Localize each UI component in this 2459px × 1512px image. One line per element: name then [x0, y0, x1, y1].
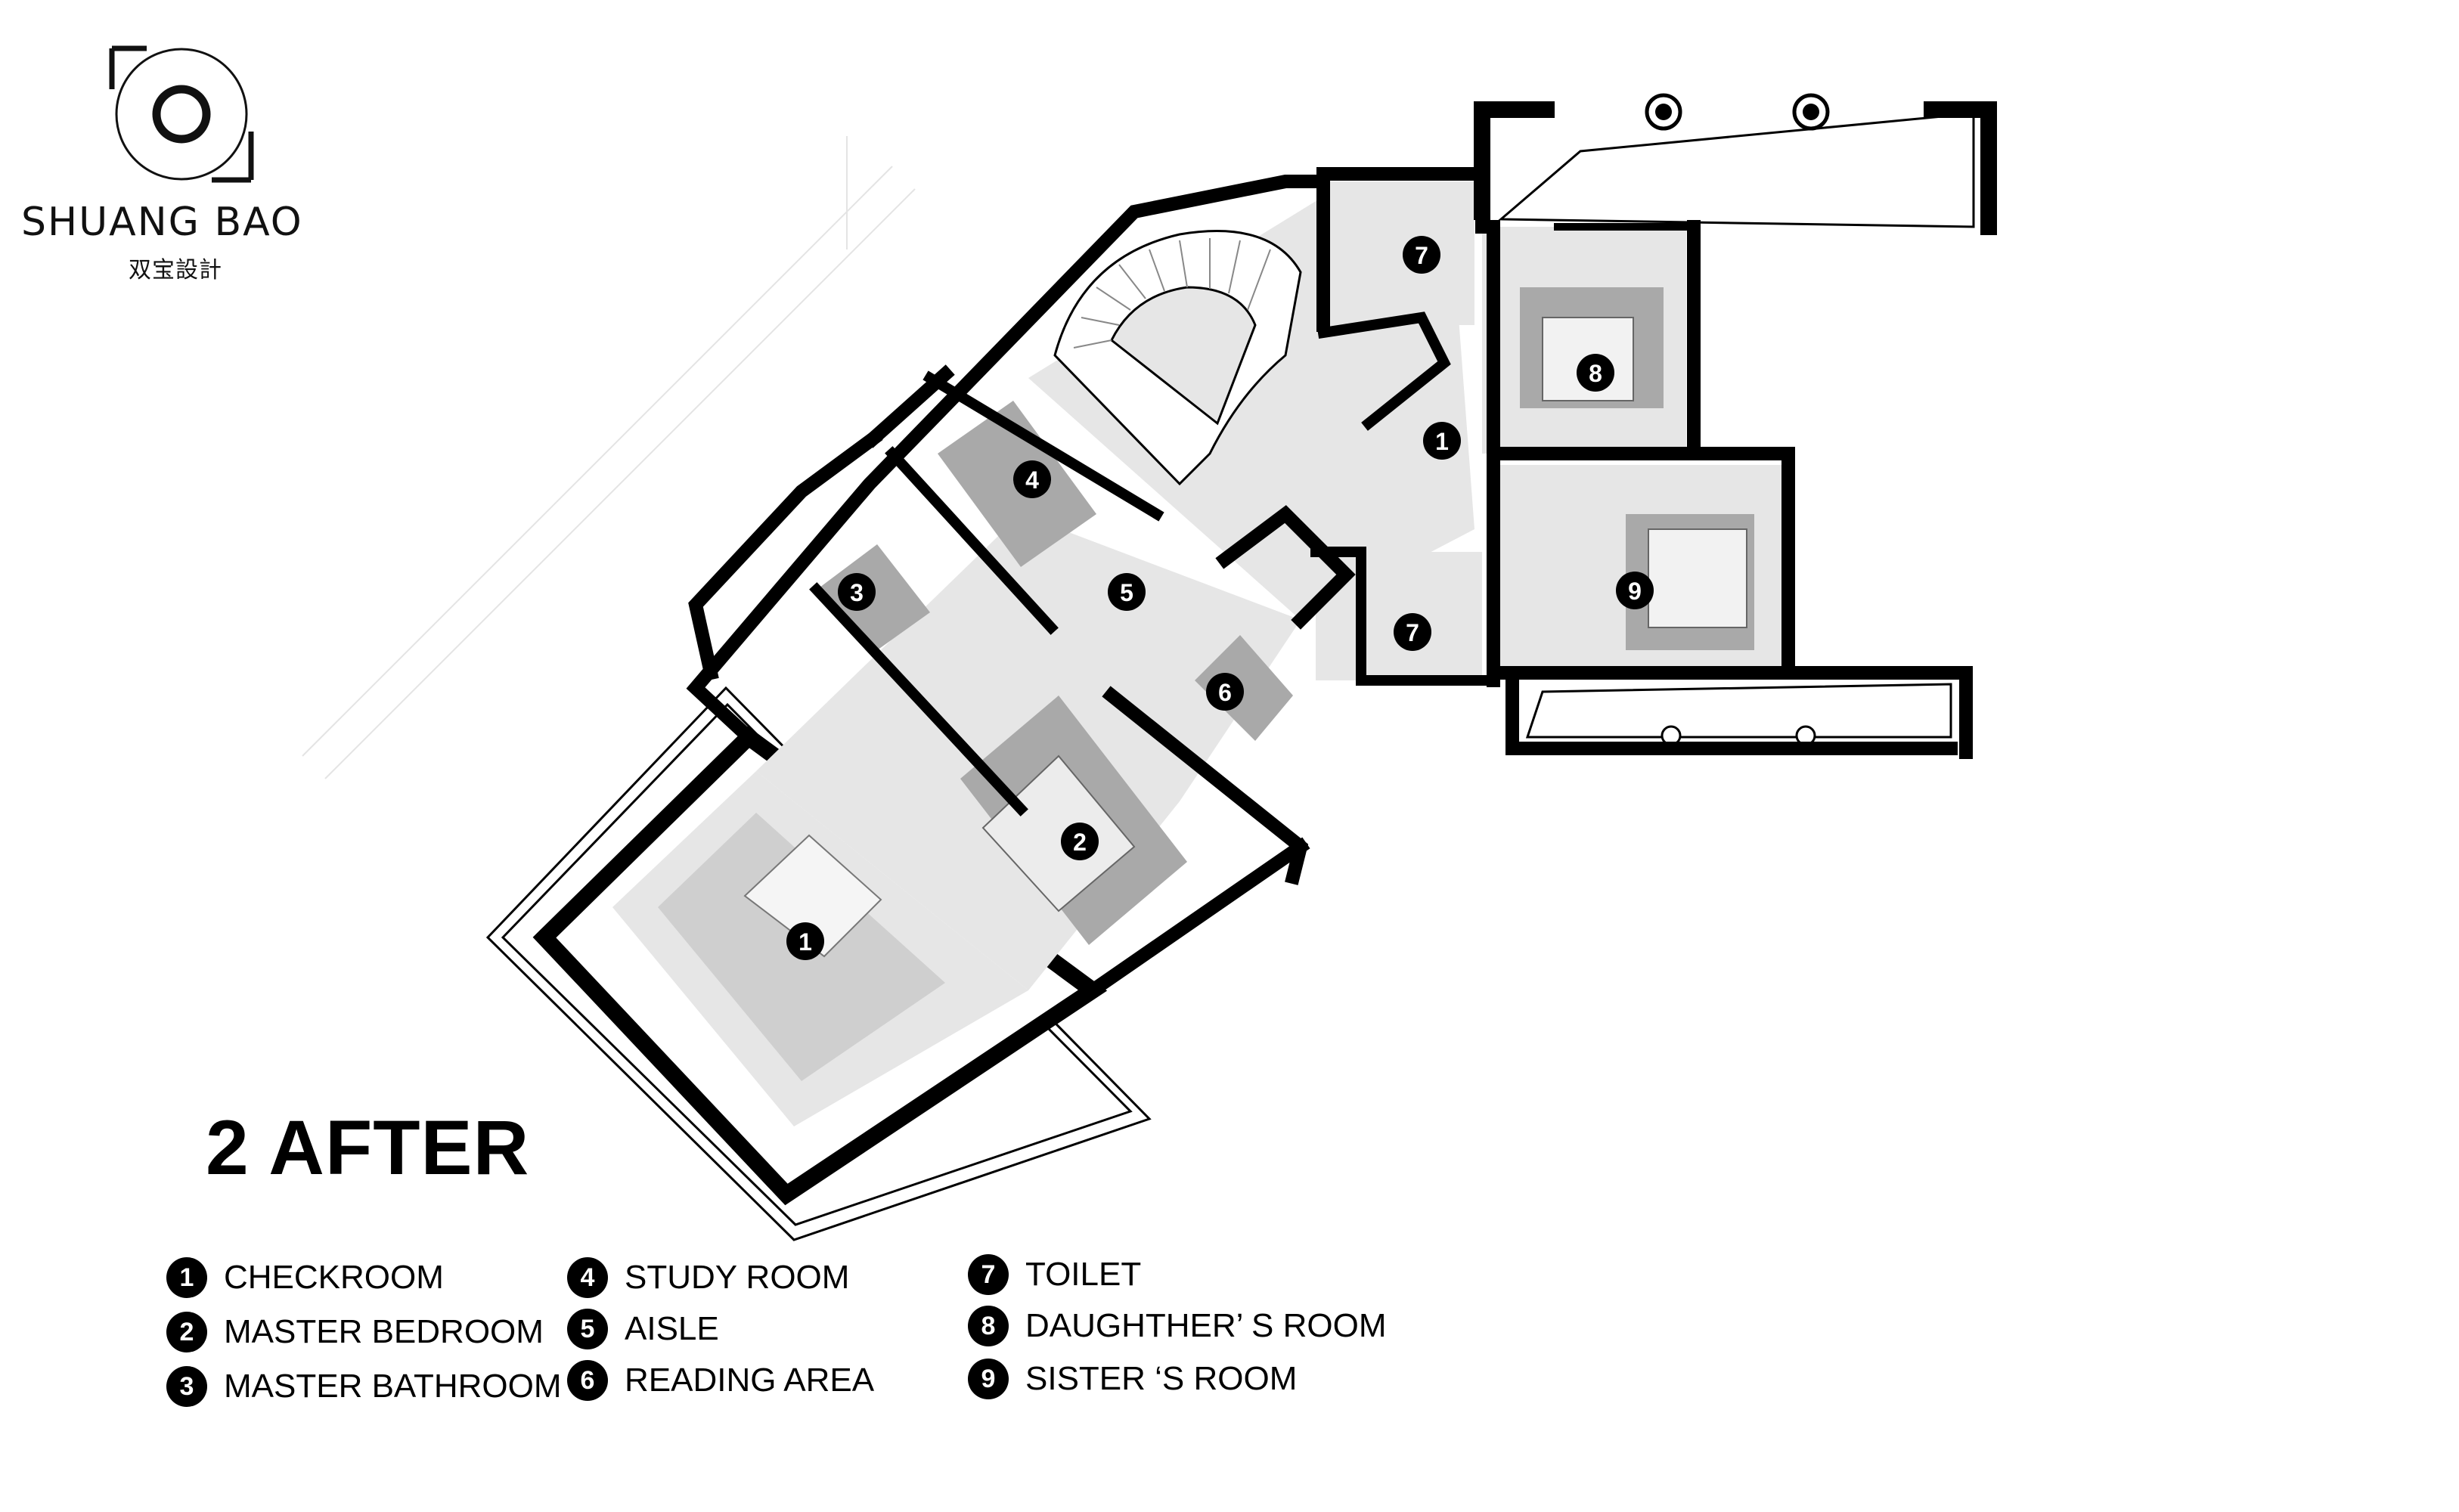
legend-item: 7 TOILET [968, 1252, 1141, 1297]
svg-text:4: 4 [1025, 466, 1039, 494]
legend-number-badge: 6 [567, 1360, 608, 1401]
legend-number-badge: 8 [968, 1306, 1009, 1346]
legend-label: READING AREA [625, 1362, 875, 1399]
room-marker-sister-room: 9 [1616, 572, 1654, 609]
svg-text:1: 1 [1435, 428, 1449, 455]
room-marker-master-bedroom: 2 [1061, 823, 1099, 860]
south-balcony [1525, 683, 1952, 746]
room-marker-aisle: 5 [1108, 573, 1146, 611]
svg-text:8: 8 [1589, 360, 1602, 387]
legend-item: 9 SISTER ‘S ROOM [968, 1356, 1297, 1402]
north-balcony [1498, 93, 1975, 228]
brand-logo: SHUANG BAO 双宝設計 [15, 42, 333, 292]
svg-text:7: 7 [1415, 242, 1428, 269]
legend-number-badge: 3 [166, 1366, 207, 1407]
brand-name: SHUANG BAO [21, 200, 303, 245]
legend-number-badge: 7 [968, 1254, 1009, 1295]
brand-mark-icon [109, 45, 254, 183]
svg-text:3: 3 [850, 579, 864, 606]
room-marker-study-room: 4 [1013, 460, 1051, 498]
room-marker-toilet-mid: 7 [1394, 613, 1431, 651]
legend-label: MASTER BEDROOM [224, 1313, 544, 1350]
legend-item: 4 STUDY ROOM [567, 1255, 849, 1300]
legend-number-badge: 4 [567, 1257, 608, 1298]
room-marker-reading-area: 6 [1206, 673, 1244, 711]
legend-item: 8 DAUGHTHER’ S ROOM [968, 1303, 1387, 1349]
legend-label: CHECKROOM [224, 1259, 444, 1296]
room-legend: 1 CHECKROOM 2 MASTER BEDROOM 3 MASTER BA… [166, 1252, 1452, 1436]
legend-label: STUDY ROOM [625, 1259, 850, 1296]
spiral-staircase [1053, 230, 1302, 486]
plan-title: 2 AFTER [206, 1105, 530, 1191]
svg-text:1: 1 [798, 928, 812, 956]
legend-number-badge: 9 [968, 1359, 1009, 1399]
svg-text:9: 9 [1628, 578, 1642, 605]
legend-item: 2 MASTER BEDROOM [166, 1309, 544, 1355]
svg-text:5: 5 [1120, 579, 1133, 606]
legend-item: 3 MASTER BATHROOM [166, 1364, 562, 1409]
legend-number-badge: 2 [166, 1312, 207, 1352]
svg-text:6: 6 [1218, 679, 1232, 706]
legend-item: 5 AISLE [567, 1306, 719, 1352]
room-marker-toilet-top: 7 [1403, 236, 1440, 274]
legend-number-badge: 1 [166, 1257, 207, 1298]
svg-text:2: 2 [1073, 829, 1087, 856]
legend-label: DAUGHTHER’ S ROOM [1025, 1307, 1387, 1344]
room-marker-daughter-room: 8 [1577, 354, 1614, 392]
room-markers: 1 2 3 4 5 6 7 7 [786, 236, 1654, 960]
room-marker-checkroom-main: 1 [786, 922, 824, 960]
legend-item: 1 CHECKROOM [166, 1255, 444, 1300]
legend-label: AISLE [625, 1310, 719, 1347]
walls [686, 101, 1997, 1000]
legend-label: TOILET [1025, 1256, 1142, 1293]
legend-item: 6 READING AREA [567, 1358, 874, 1403]
terrace-outline [485, 686, 1152, 1241]
dimension-lines [302, 136, 916, 779]
room-marker-master-bathroom: 3 [838, 573, 876, 611]
svg-text:7: 7 [1406, 619, 1419, 646]
brand-subtitle: 双宝設計 [129, 257, 222, 284]
legend-label: SISTER ‘S ROOM [1025, 1360, 1298, 1397]
room-marker-checkroom-small: 1 [1423, 422, 1461, 460]
legend-number-badge: 5 [567, 1309, 608, 1349]
legend-label: MASTER BATHROOM [224, 1368, 562, 1405]
